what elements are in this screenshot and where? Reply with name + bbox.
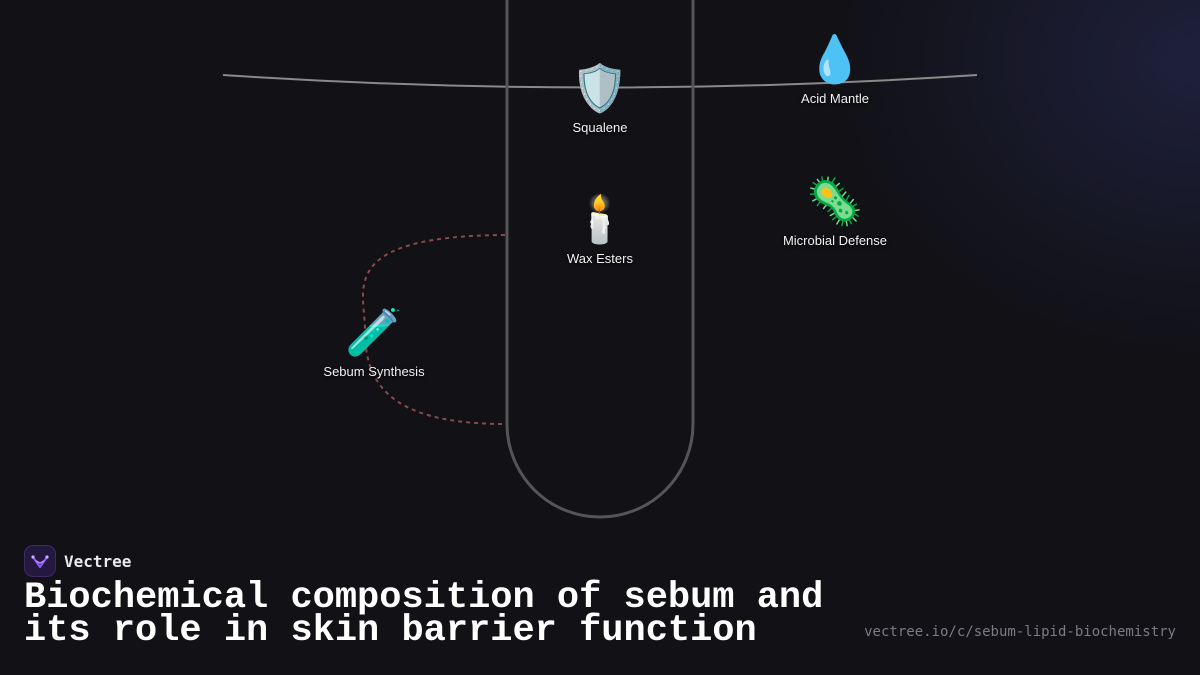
node-label: Sebum Synthesis	[323, 364, 425, 379]
skin-surface-line	[222, 74, 978, 89]
node-microbial-defense: 🦠 Microbial Defense	[755, 173, 915, 248]
node-label: Wax Esters	[567, 251, 633, 266]
candle-icon: 🕯️	[571, 192, 629, 246]
test-tube-icon: 🧪	[345, 305, 403, 359]
vectree-logo-icon	[24, 545, 56, 577]
source-url[interactable]: vectree.io/c/sebum-lipid-biochemistry	[864, 624, 1176, 640]
sebaceous-gland-outline	[362, 234, 506, 425]
microbe-icon: 🦠	[806, 174, 864, 228]
title-line-2: its role in skin barrier function	[24, 610, 757, 652]
node-squalene: 🛡️ Squalene	[520, 60, 680, 135]
node-sebum-synthesis: 🧪 Sebum Synthesis	[294, 304, 454, 379]
hair-follicle-outline	[505, 0, 695, 519]
node-label: Squalene	[572, 120, 628, 135]
brand[interactable]: Vectree	[24, 544, 131, 578]
node-wax-esters: 🕯️ Wax Esters	[520, 191, 680, 266]
shield-icon: 🛡️	[571, 61, 629, 115]
title-line-1: Biochemical composition of sebum and	[24, 577, 824, 619]
droplet-icon: 💧	[806, 32, 864, 86]
page-title: Biochemical composition of sebum and its…	[24, 577, 844, 652]
node-label: Microbial Defense	[782, 233, 888, 248]
brand-name: Vectree	[64, 551, 132, 571]
node-label: Acid Mantle	[801, 91, 869, 106]
node-acid-mantle: 💧 Acid Mantle	[755, 31, 915, 106]
